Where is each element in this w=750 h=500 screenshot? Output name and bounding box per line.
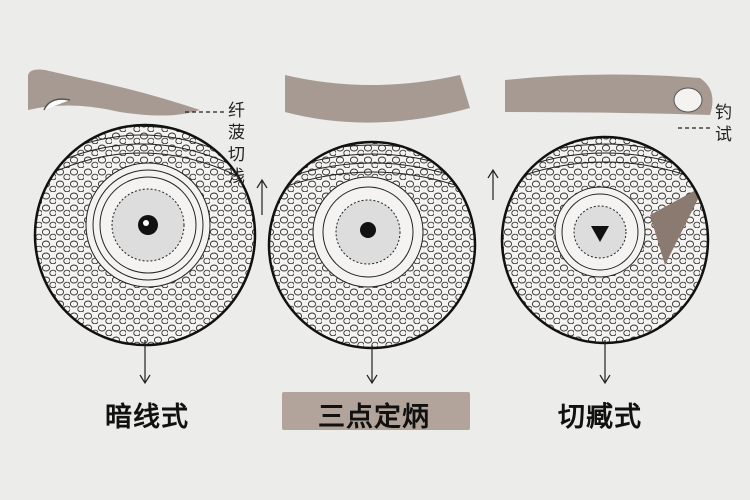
label-left: 暗线式 [105, 402, 189, 433]
highlight-box [282, 392, 470, 430]
center-eye [269, 142, 475, 348]
left-annotation-line-2: 切浅 [228, 145, 245, 187]
left-annotation-line-1: 纤菠 [228, 101, 245, 143]
right-eye [502, 137, 708, 343]
right-annotation-line-1: 钓 [715, 103, 732, 123]
label-right: 切臧式 [558, 402, 642, 433]
label-center: 三点定炳 [318, 402, 430, 433]
left-eye [35, 125, 255, 345]
right-eyelid [505, 74, 713, 115]
left-eyelid [28, 69, 200, 116]
left-annotation: 纤菠 切浅 [228, 100, 250, 188]
right-annotation-line-2: 试 [715, 125, 732, 145]
center-eyelid [285, 75, 470, 123]
right-annotation: 钓 试 [715, 102, 737, 146]
